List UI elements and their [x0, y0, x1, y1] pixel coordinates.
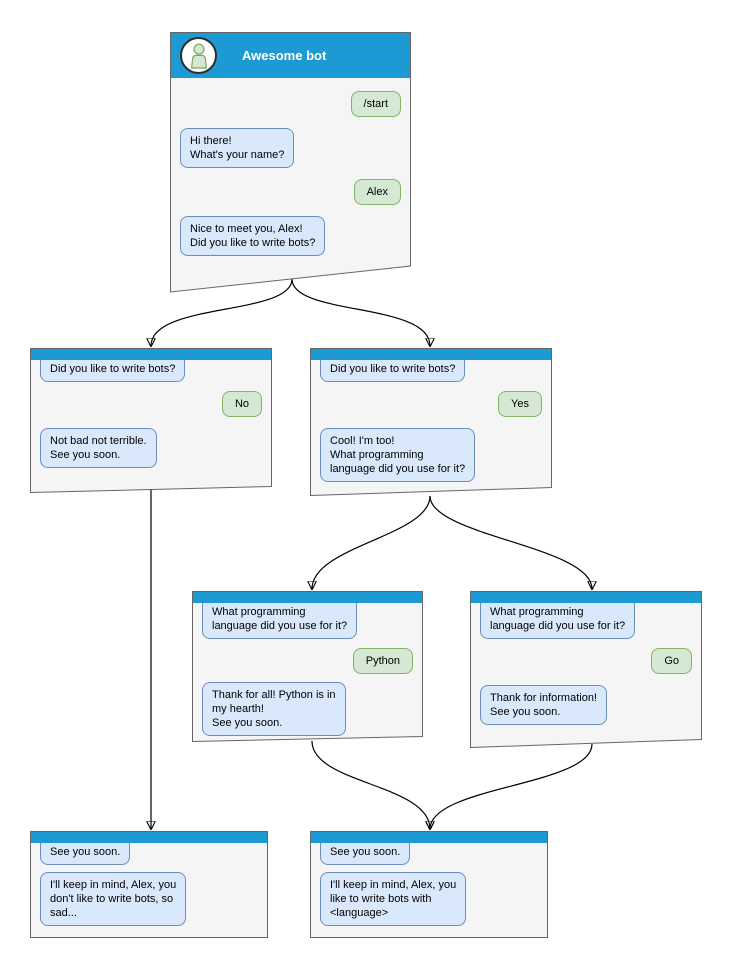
bot-message-bubble: Did you like to write bots?	[320, 356, 466, 382]
bot-message-bubble: Did you like to write bots?	[40, 356, 186, 382]
user-message-bubble: Go	[651, 648, 692, 674]
bot-message-bubble: Hi there! What's your name?	[180, 128, 295, 168]
bot-message-bubble: What programming language did you use fo…	[480, 599, 636, 639]
edge-yes-to-go	[429, 495, 592, 589]
user-message-bubble: No	[221, 391, 262, 417]
chat-window-end-no: See you soon. I'll keep in mind, Alex, y…	[30, 831, 268, 938]
chat-window-end-yes: See you soon. I'll keep in mind, Alex, y…	[310, 831, 548, 938]
user-message-bubble: /start	[350, 91, 401, 117]
edge-python-to-end-yes	[311, 740, 430, 829]
chat-window-no-branch: Did you like to write bots? No Not bad n…	[30, 348, 272, 493]
window-titlebar	[193, 592, 422, 603]
bot-avatar	[180, 37, 217, 74]
window-titlebar	[31, 832, 267, 843]
chat-window-go-branch: What programming language did you use fo…	[470, 591, 702, 748]
window-titlebar	[31, 349, 271, 360]
window-titlebar: Awesome bot	[171, 33, 410, 78]
person-icon	[190, 43, 207, 69]
bot-message-bubble: Not bad not terrible. See you soon.	[40, 428, 157, 468]
bot-message-bubble: I'll keep in mind, Alex, you like to wri…	[320, 872, 467, 926]
bot-message-bubble: Cool! I'm too! What programming language…	[320, 428, 476, 482]
bot-message-bubble: Thank for information! See you soon.	[480, 685, 607, 725]
chat-window-python-branch: What programming language did you use fo…	[192, 591, 423, 742]
bot-message-bubble: I'll keep in mind, Alex, you don't like …	[40, 872, 187, 926]
window-titlebar	[471, 592, 701, 603]
edge-go-to-end-yes	[430, 743, 593, 829]
bot-message-bubble: Thank for all! Python is in my hearth! S…	[202, 682, 346, 736]
chat-window-yes-branch: Did you like to write bots? Yes Cool! I'…	[310, 348, 552, 496]
window-titlebar	[311, 832, 547, 843]
edge-yes-to-python	[312, 495, 431, 589]
bot-name: Awesome bot	[242, 48, 327, 63]
user-message-bubble: Alex	[353, 179, 401, 205]
bot-message-bubble: What programming language did you use fo…	[202, 599, 358, 639]
user-message-bubble: Yes	[498, 391, 542, 417]
chat-window-start: Awesome bot /start Hi there! What's your…	[170, 32, 411, 293]
bot-message-bubble: Nice to meet you, Alex! Did you like to …	[180, 216, 326, 256]
user-message-bubble: Python	[352, 648, 413, 674]
window-titlebar	[311, 349, 551, 360]
